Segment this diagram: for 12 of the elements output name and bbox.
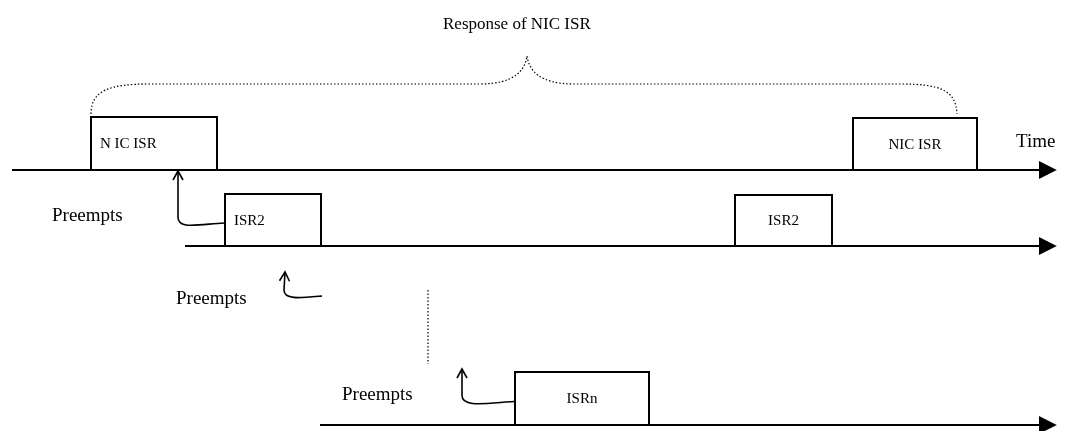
process-box: N IC ISR (90, 116, 218, 171)
process-box: NIC ISR (852, 117, 978, 171)
axis-label: Time (1016, 131, 1056, 151)
annotation-text: Preempts (342, 384, 413, 404)
annotation-text: Preempts (52, 205, 123, 225)
annotation-text: Preempts (176, 288, 247, 308)
diagram-title: Response of NIC ISR (443, 14, 591, 34)
curved-arrow (172, 170, 225, 227)
curved-arrow (456, 368, 515, 405)
process-box: ISR2 (734, 194, 833, 247)
process-box: ISR2 (224, 193, 322, 247)
process-box: ISRn (514, 371, 650, 426)
